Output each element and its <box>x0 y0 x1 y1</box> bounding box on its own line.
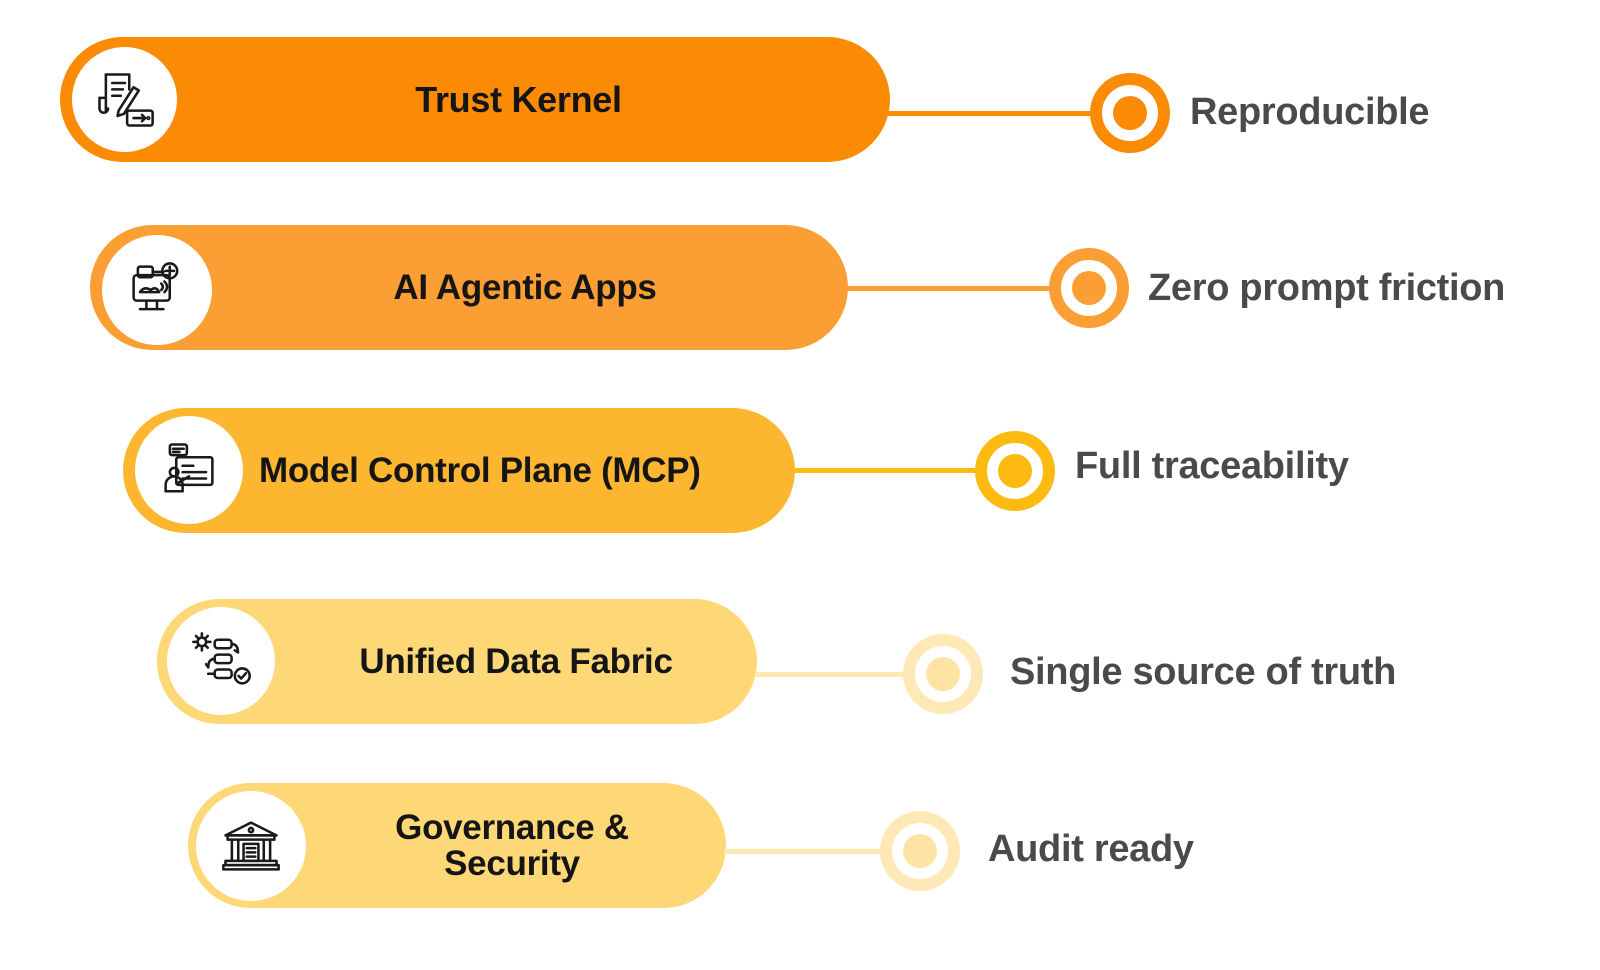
layer-icon-circle <box>135 416 243 524</box>
presentation-screen-icon <box>164 443 214 493</box>
layer-label: Trust Kernel <box>415 78 622 120</box>
layer-icon-circle <box>102 235 212 345</box>
layer-label: Governance & Security <box>395 807 629 883</box>
layer-label: Unified Data Fabric <box>359 641 673 681</box>
layer-pill-ai-agentic-apps: AI Agentic Apps <box>90 225 848 350</box>
document-edit-icon <box>97 72 154 127</box>
benefit-node <box>1049 248 1129 328</box>
connector-line <box>888 111 1103 116</box>
benefit-node <box>903 634 983 714</box>
computer-agent-icon <box>132 262 179 311</box>
layer-pill-trust-kernel: Trust Kernel <box>60 37 890 162</box>
connector-line <box>724 849 904 854</box>
benefit-node <box>975 431 1055 511</box>
layer-pill-model-control-plane: Model Control Plane (MCP) <box>123 408 795 533</box>
layer-label: AI Agentic Apps <box>393 267 657 307</box>
benefit-label: Reproducible <box>1190 91 1430 133</box>
layer-icon-circle <box>167 607 275 715</box>
benefit-label: Zero prompt friction <box>1148 267 1506 309</box>
benefit-label: Full traceability <box>1075 445 1349 487</box>
layer-icon-circle <box>72 47 177 152</box>
benefit-node <box>880 811 960 891</box>
connector-line <box>846 286 1061 291</box>
benefit-label: Single source of truth <box>1010 651 1397 693</box>
connector-line <box>793 468 988 473</box>
benefit-node-dot <box>926 657 960 691</box>
bank-building-icon <box>222 821 280 871</box>
benefit-node-dot <box>903 834 937 868</box>
benefit-label: Audit ready <box>988 828 1194 870</box>
connector-line <box>755 672 925 677</box>
benefit-node-dot <box>1113 96 1147 130</box>
data-workflow-icon <box>192 632 251 685</box>
layer-pill-governance-security: Governance & Security <box>188 783 726 908</box>
benefit-node-dot <box>1072 271 1106 305</box>
layer-icon-circle <box>196 791 306 901</box>
layer-label: Model Control Plane (MCP) <box>259 450 701 490</box>
benefit-node-dot <box>998 454 1032 488</box>
layer-pill-unified-data-fabric: Unified Data Fabric <box>157 599 757 724</box>
benefit-node <box>1090 73 1170 153</box>
